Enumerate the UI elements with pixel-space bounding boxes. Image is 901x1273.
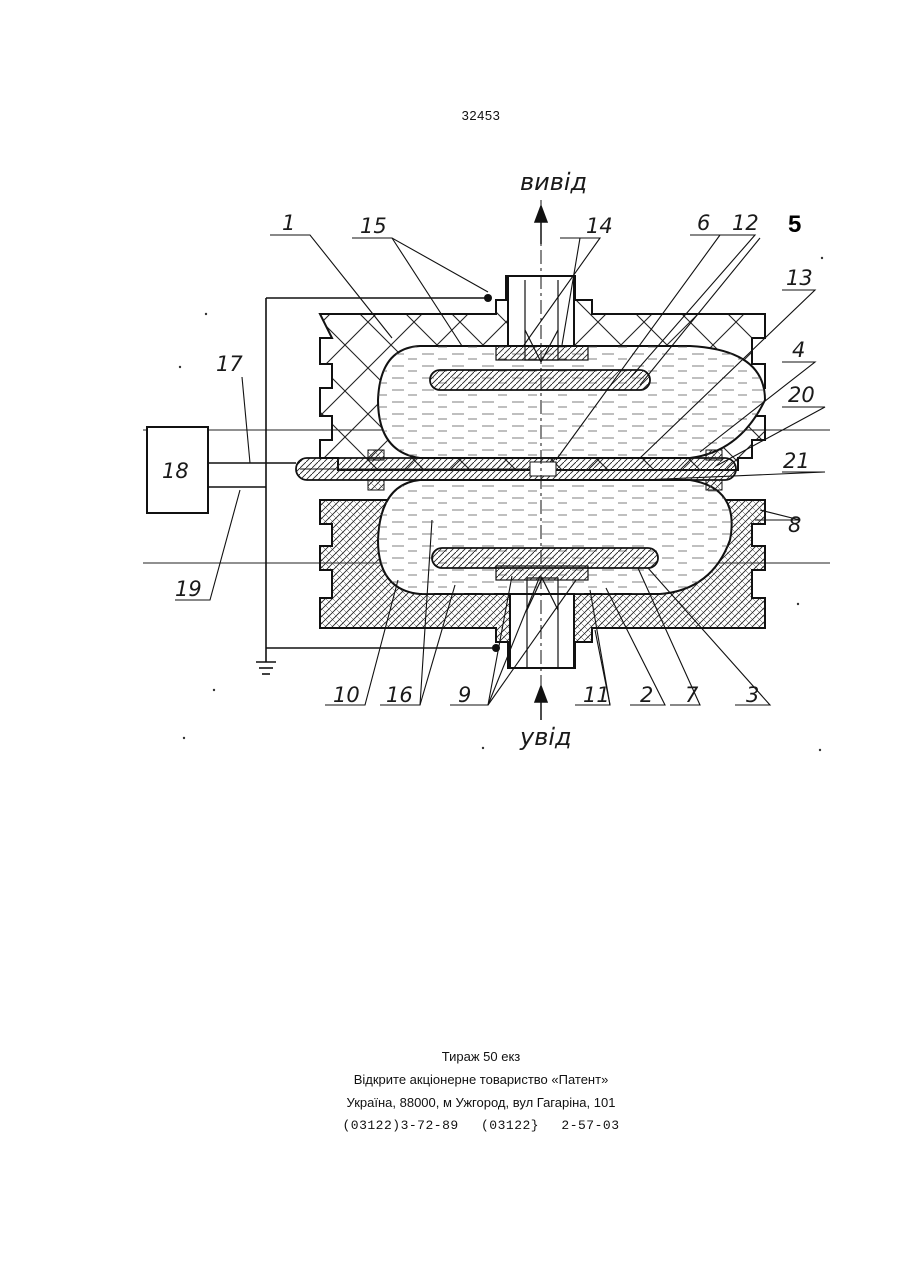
lower-electrode (432, 548, 658, 568)
seal-left-bottom (368, 480, 384, 490)
callout-21: 21 (783, 449, 810, 473)
callout-5: 5 (788, 211, 801, 238)
circulation-line: Тираж 50 екз (0, 1045, 901, 1068)
callout-3: 3 (746, 683, 759, 707)
phones-line: (03122)3-72-89 (03122} 2-57-03 (0, 1114, 901, 1137)
callout-4: 4 (792, 338, 805, 362)
lower-nozzle (510, 594, 574, 668)
callout-7: 7 (685, 683, 699, 707)
callout-12: 12 (732, 211, 759, 235)
seal-right-bottom (706, 480, 722, 490)
callout-20: 20 (788, 383, 815, 407)
callout-13: 13 (786, 266, 813, 290)
seal-left-top (368, 450, 384, 460)
imprint-footer: Тираж 50 екз Відкрите акціонерне товарис… (0, 1045, 901, 1137)
callout-15: 15 (360, 214, 387, 238)
ground-icon (256, 648, 276, 674)
publisher-line: Відкрите акціонерне товариство «Патент» (0, 1068, 901, 1091)
callout-19: 19 (175, 577, 202, 601)
seal-right-top (706, 450, 722, 460)
callout-8: 8 (788, 513, 801, 537)
patent-drawing: вивід увід 1 15 14 6 12 5 13 4 20 21 8 1… (0, 0, 901, 800)
output-label: вивід (520, 168, 587, 196)
callout-9: 9 (458, 683, 471, 707)
callout-11: 11 (583, 683, 610, 707)
upper-electrode (430, 370, 650, 390)
callout-14: 14 (586, 214, 613, 238)
address-line: Україна, 88000, м Ужгород, вул Гагаріна,… (0, 1091, 901, 1114)
callout-18: 18 (162, 459, 189, 483)
callout-17: 17 (216, 352, 243, 376)
input-arrow (535, 686, 547, 720)
output-arrow (535, 206, 547, 244)
callout-16: 16 (386, 683, 413, 707)
callout-10: 10 (333, 683, 360, 707)
callout-1: 1 (282, 211, 295, 235)
callout-6: 6 (697, 211, 710, 235)
callout-2: 2 (640, 683, 653, 707)
input-label: увід (519, 723, 572, 751)
